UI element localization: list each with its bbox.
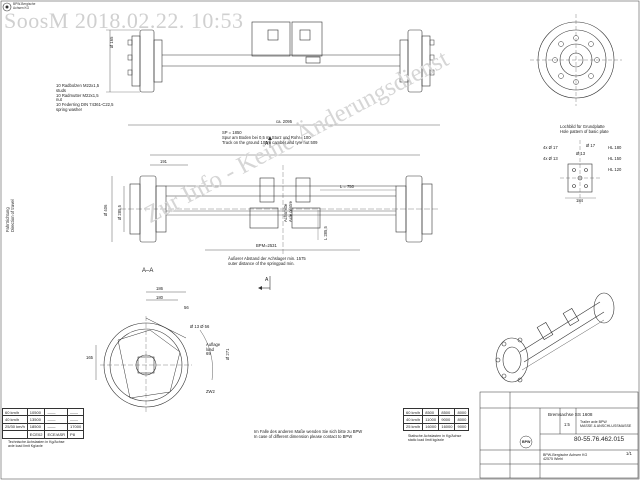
top-axle-view: [106, 21, 435, 93]
detail-dim-69: 69: [206, 351, 211, 356]
dim-overall-length: ca. 2095: [276, 119, 293, 124]
title-name: Bremsachse SS 1608: [548, 412, 593, 417]
title-block: [479, 391, 639, 479]
detail-label-load: load: [206, 347, 214, 352]
watermark-timestamp: SoosM 2018.02.22. 10:53: [4, 8, 244, 33]
bpw-logo-icon: [2, 2, 12, 12]
hub-front-view: [530, 14, 622, 106]
title-logo-badge: BPW: [522, 440, 531, 444]
dim-hole-4x17: 4x Ø 17: [543, 145, 558, 150]
note-dimension-contact: Im Falle des anderen Maße wenden Sie sic…: [254, 429, 363, 439]
dim-pipe-diameter: Ø 165: [109, 36, 114, 48]
dim-height: L 285,5: [323, 226, 328, 240]
dim-hole-4x13: 4x Ø 13: [543, 156, 558, 161]
detail-dim-180: 180: [156, 295, 163, 300]
section-a-a-view: [95, 291, 213, 414]
section-arrow-bottom: A: [265, 277, 269, 283]
note-outer-distance: Äußerer Abstand der Achslager min. 1575 …: [228, 256, 306, 266]
dim-hl-150: HL 150: [608, 156, 622, 161]
load-table-static-caption: Statische Achslasten in Kg/Achse static …: [408, 434, 462, 443]
note-track: SP = 1850 Spur am Boden bei 0,5 m. Sturz…: [222, 130, 318, 145]
dim-hl-120: HL 120: [608, 167, 622, 172]
hole-pattern-view: [560, 140, 600, 205]
vlabel-axle-centre: Achsmitte Axle centre: [283, 201, 293, 222]
detail-label-auflage: Auflage: [206, 342, 221, 347]
note-hole-pattern: Lochbild für Grundplatte Hole pattern of…: [560, 124, 609, 134]
dim-hole-width: 184: [576, 198, 583, 203]
logo-line-2: Achsen KG: [13, 6, 30, 10]
dim-drum-diameter-2: Ø 285,5: [117, 205, 122, 220]
dim-191: 191: [160, 159, 167, 164]
note-wheel-nuts: 10 Radbolzen M22x1,5 studs 10 Radmutter …: [56, 83, 114, 113]
detail-dim-271: Ø 271: [225, 348, 230, 360]
dim-750: L = 750: [340, 184, 354, 189]
detail-dim-56: 56: [184, 305, 189, 310]
dim-hole-17: Ø 17: [586, 143, 596, 148]
dim-spring-distance: BPM=2531: [256, 243, 277, 248]
detail-dim-186: 186: [156, 286, 163, 291]
title-subtitle: Trailer axle BPW MASSE & ANSCHLUSSMASSE: [580, 420, 632, 429]
vlabel-direction: Fahrtrichtung Direction of travel: [5, 199, 15, 232]
detail-dim-zw2: ZW2: [206, 389, 215, 394]
isometric-axle-view: [495, 292, 615, 383]
load-table-technical-caption: Technische Achslasten in Kg/Achse axle l…: [8, 440, 65, 449]
detail-dim-165: 165: [86, 355, 93, 360]
detail-dim-13-56: Ø 13 Ø 56: [190, 324, 210, 329]
main-axle-view: [111, 124, 440, 290]
title-company: BPW-Bergische Achsen KG 42575 Wiehl: [543, 453, 588, 462]
dim-hole-13: Ø 13: [576, 151, 586, 156]
dim-hl-180: HL 180: [608, 145, 622, 150]
title-drawing-number: 80-55.76.462.015: [574, 436, 625, 443]
dim-drum-diameter: Ø 406: [103, 204, 108, 216]
section-label: A–A: [142, 268, 154, 274]
section-arrow-top: A: [265, 141, 269, 147]
logo-line-1: BPW-Bergische: [13, 2, 36, 6]
title-scale: 1:5: [564, 422, 570, 427]
title-sheet: 1/1: [626, 451, 632, 456]
